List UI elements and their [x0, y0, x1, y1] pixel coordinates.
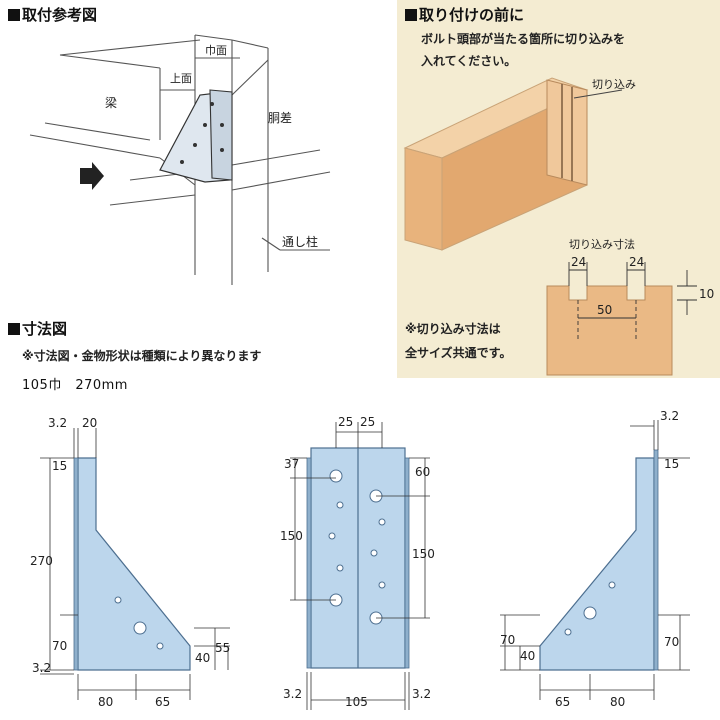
through-column-label: 通し柱 [282, 234, 318, 249]
left-top-dim: 15 [52, 459, 67, 473]
notch-spacing-dim: 50 [597, 303, 612, 317]
width-face-label: 巾面 [205, 43, 227, 57]
left-t-dim: 3.2 [48, 416, 67, 430]
notch-b-dim: 24 [629, 255, 644, 269]
right-b-dim: 40 [520, 649, 535, 663]
before-install-heading: 取り付けの前に [405, 4, 524, 25]
dimension-drawings: 3.2 20 15 270 70 3.2 40 55 80 65 [30, 409, 690, 710]
front-top-r-dim: 60 [415, 465, 430, 479]
install-ref-heading: 取付参考図 [8, 4, 97, 25]
front-top-l-dim: 37 [284, 457, 299, 471]
right-h-dim: 70 [664, 635, 679, 649]
front-width-dim: 105 [345, 695, 368, 709]
instruction-line-1: ボルト頭部が当たる箇所に切り込みを [421, 32, 626, 46]
notch-dims-title: 切り込み寸法 [569, 237, 635, 251]
body-diff-label: 胴差 [268, 111, 292, 125]
front-mid-l-dim: 150 [280, 529, 303, 543]
arrow-right-icon [80, 162, 104, 190]
right-a-dim: 70 [500, 633, 515, 647]
left-bottom-t-dim: 3.2 [32, 661, 51, 675]
instruction-line-2: 入れてください。 [421, 54, 517, 68]
install-ref-drawing: 梁 上面 巾面 胴差 通し柱 [29, 34, 331, 285]
right-base2-dim: 80 [610, 695, 625, 709]
size-label: 105巾 270mm [22, 378, 128, 393]
notch-label: 切り込み [592, 78, 636, 91]
left-a-dim: 40 [195, 651, 210, 665]
front-t-l-dim: 3.2 [283, 687, 302, 701]
front-mid-r-dim: 150 [412, 547, 435, 561]
notch-a-dim: 24 [571, 255, 586, 269]
front-t-r-dim: 3.2 [412, 687, 431, 701]
left-low-dim: 70 [52, 639, 67, 653]
common-note-line-2: 全サイズ共通です。 [405, 346, 512, 360]
beam-label: 梁 [105, 95, 117, 110]
left-height-dim: 270 [30, 554, 53, 568]
top-face-label: 上面 [170, 72, 192, 85]
front-c1-dim: 25 [338, 415, 353, 429]
dimensions-heading: 寸法図 [8, 318, 67, 339]
right-top-dim: 15 [664, 457, 679, 471]
before-install-panel: 取り付けの前に ボルト頭部が当たる箇所に切り込みを 入れてください。 ※切り込み… [397, 0, 720, 378]
left-base2-dim: 65 [155, 695, 170, 709]
right-t-dim: 3.2 [660, 409, 679, 423]
timber-notch-drawing: 切り込み 切り込み寸法 24 24 50 10 [403, 77, 714, 376]
dimensions-note: ※寸法図・金物形状は種類により異なります [22, 349, 262, 363]
notch-depth-dim: 10 [699, 287, 714, 301]
right-base1-dim: 65 [555, 695, 570, 709]
common-note-line-1: ※切り込み寸法は [405, 322, 501, 336]
left-b-dim: 55 [215, 641, 230, 655]
left-base1-dim: 80 [98, 695, 113, 709]
left-w-dim: 20 [82, 416, 97, 430]
front-c2-dim: 25 [360, 415, 375, 429]
